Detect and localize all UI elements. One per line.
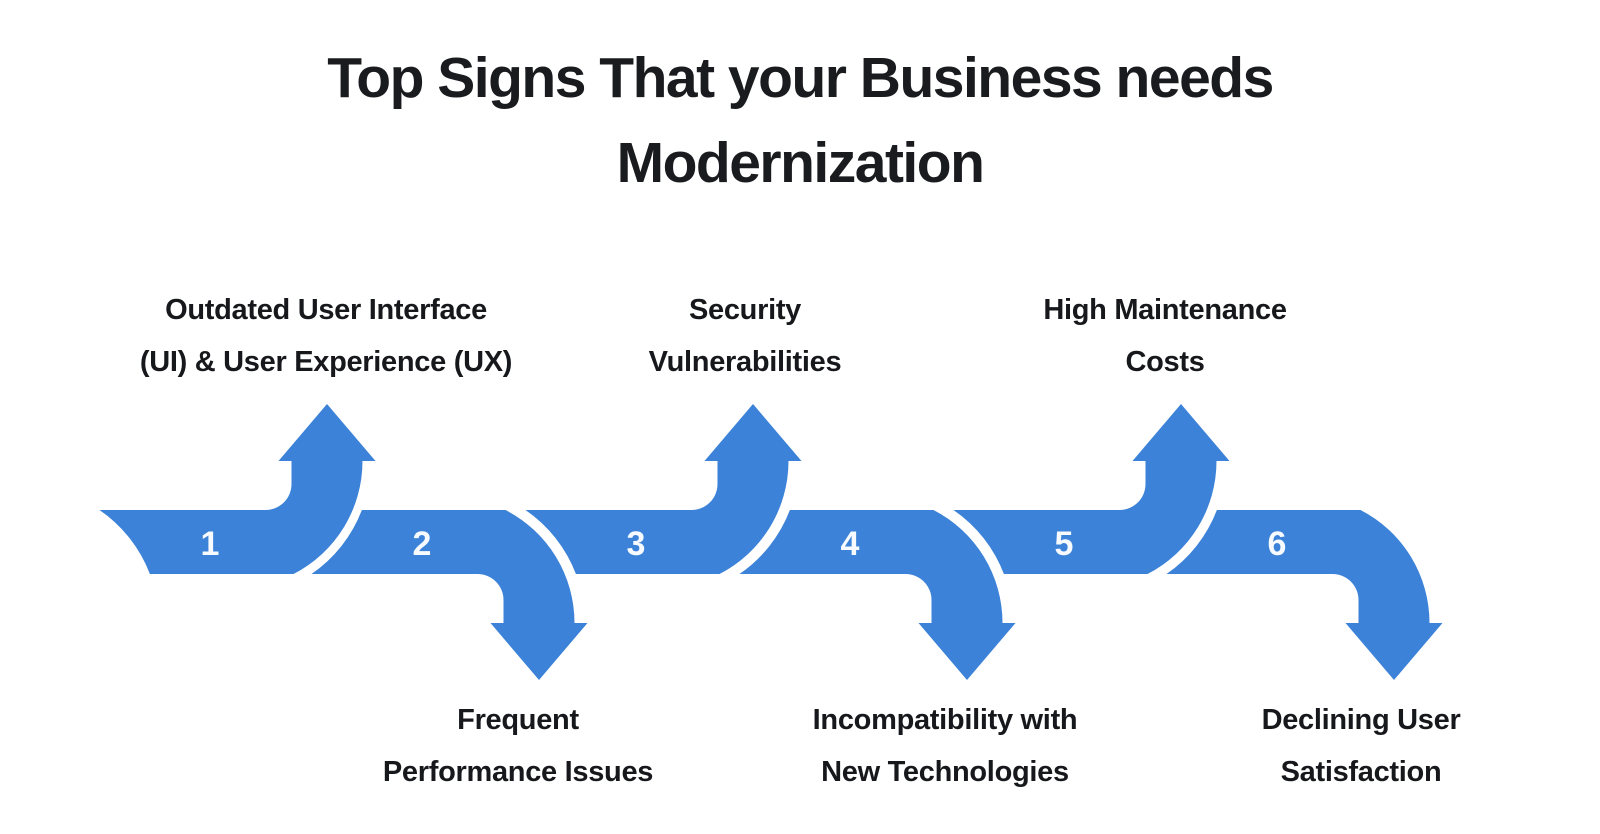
- segment-6-label: Declining User Satisfaction: [1261, 704, 1461, 788]
- segment-5-number: 5: [1054, 525, 1074, 563]
- arrow-segment-4-down-icon: [739, 510, 1016, 680]
- arrow-segment-1-up-icon: [99, 404, 376, 574]
- segment-3-label: Security Vulnerabilities: [648, 294, 842, 378]
- segment-4-number: 4: [840, 525, 860, 563]
- arrow-segment-6-down-icon: [1166, 510, 1443, 680]
- segment-1-number: 1: [200, 525, 220, 563]
- segment-3-number: 3: [626, 525, 646, 563]
- segment-2-number: 2: [412, 525, 432, 563]
- arrow-segment-2-down-icon: [311, 510, 588, 680]
- segment-5-label: High Maintenance Costs: [1043, 294, 1287, 378]
- segment-6-number: 6: [1267, 525, 1287, 563]
- segment-1-label: Outdated User Interface (UI) & User Expe…: [139, 294, 513, 378]
- arrow-segment-5-up-icon: [953, 404, 1230, 574]
- arrow-segment-3-up-icon: [525, 404, 802, 574]
- segment-4-label: Incompatibility with New Technologies: [812, 704, 1078, 788]
- segment-2-label: Frequent Performance Issues: [382, 704, 654, 788]
- page-title: Top Signs That your Business needs Moder…: [327, 46, 1274, 195]
